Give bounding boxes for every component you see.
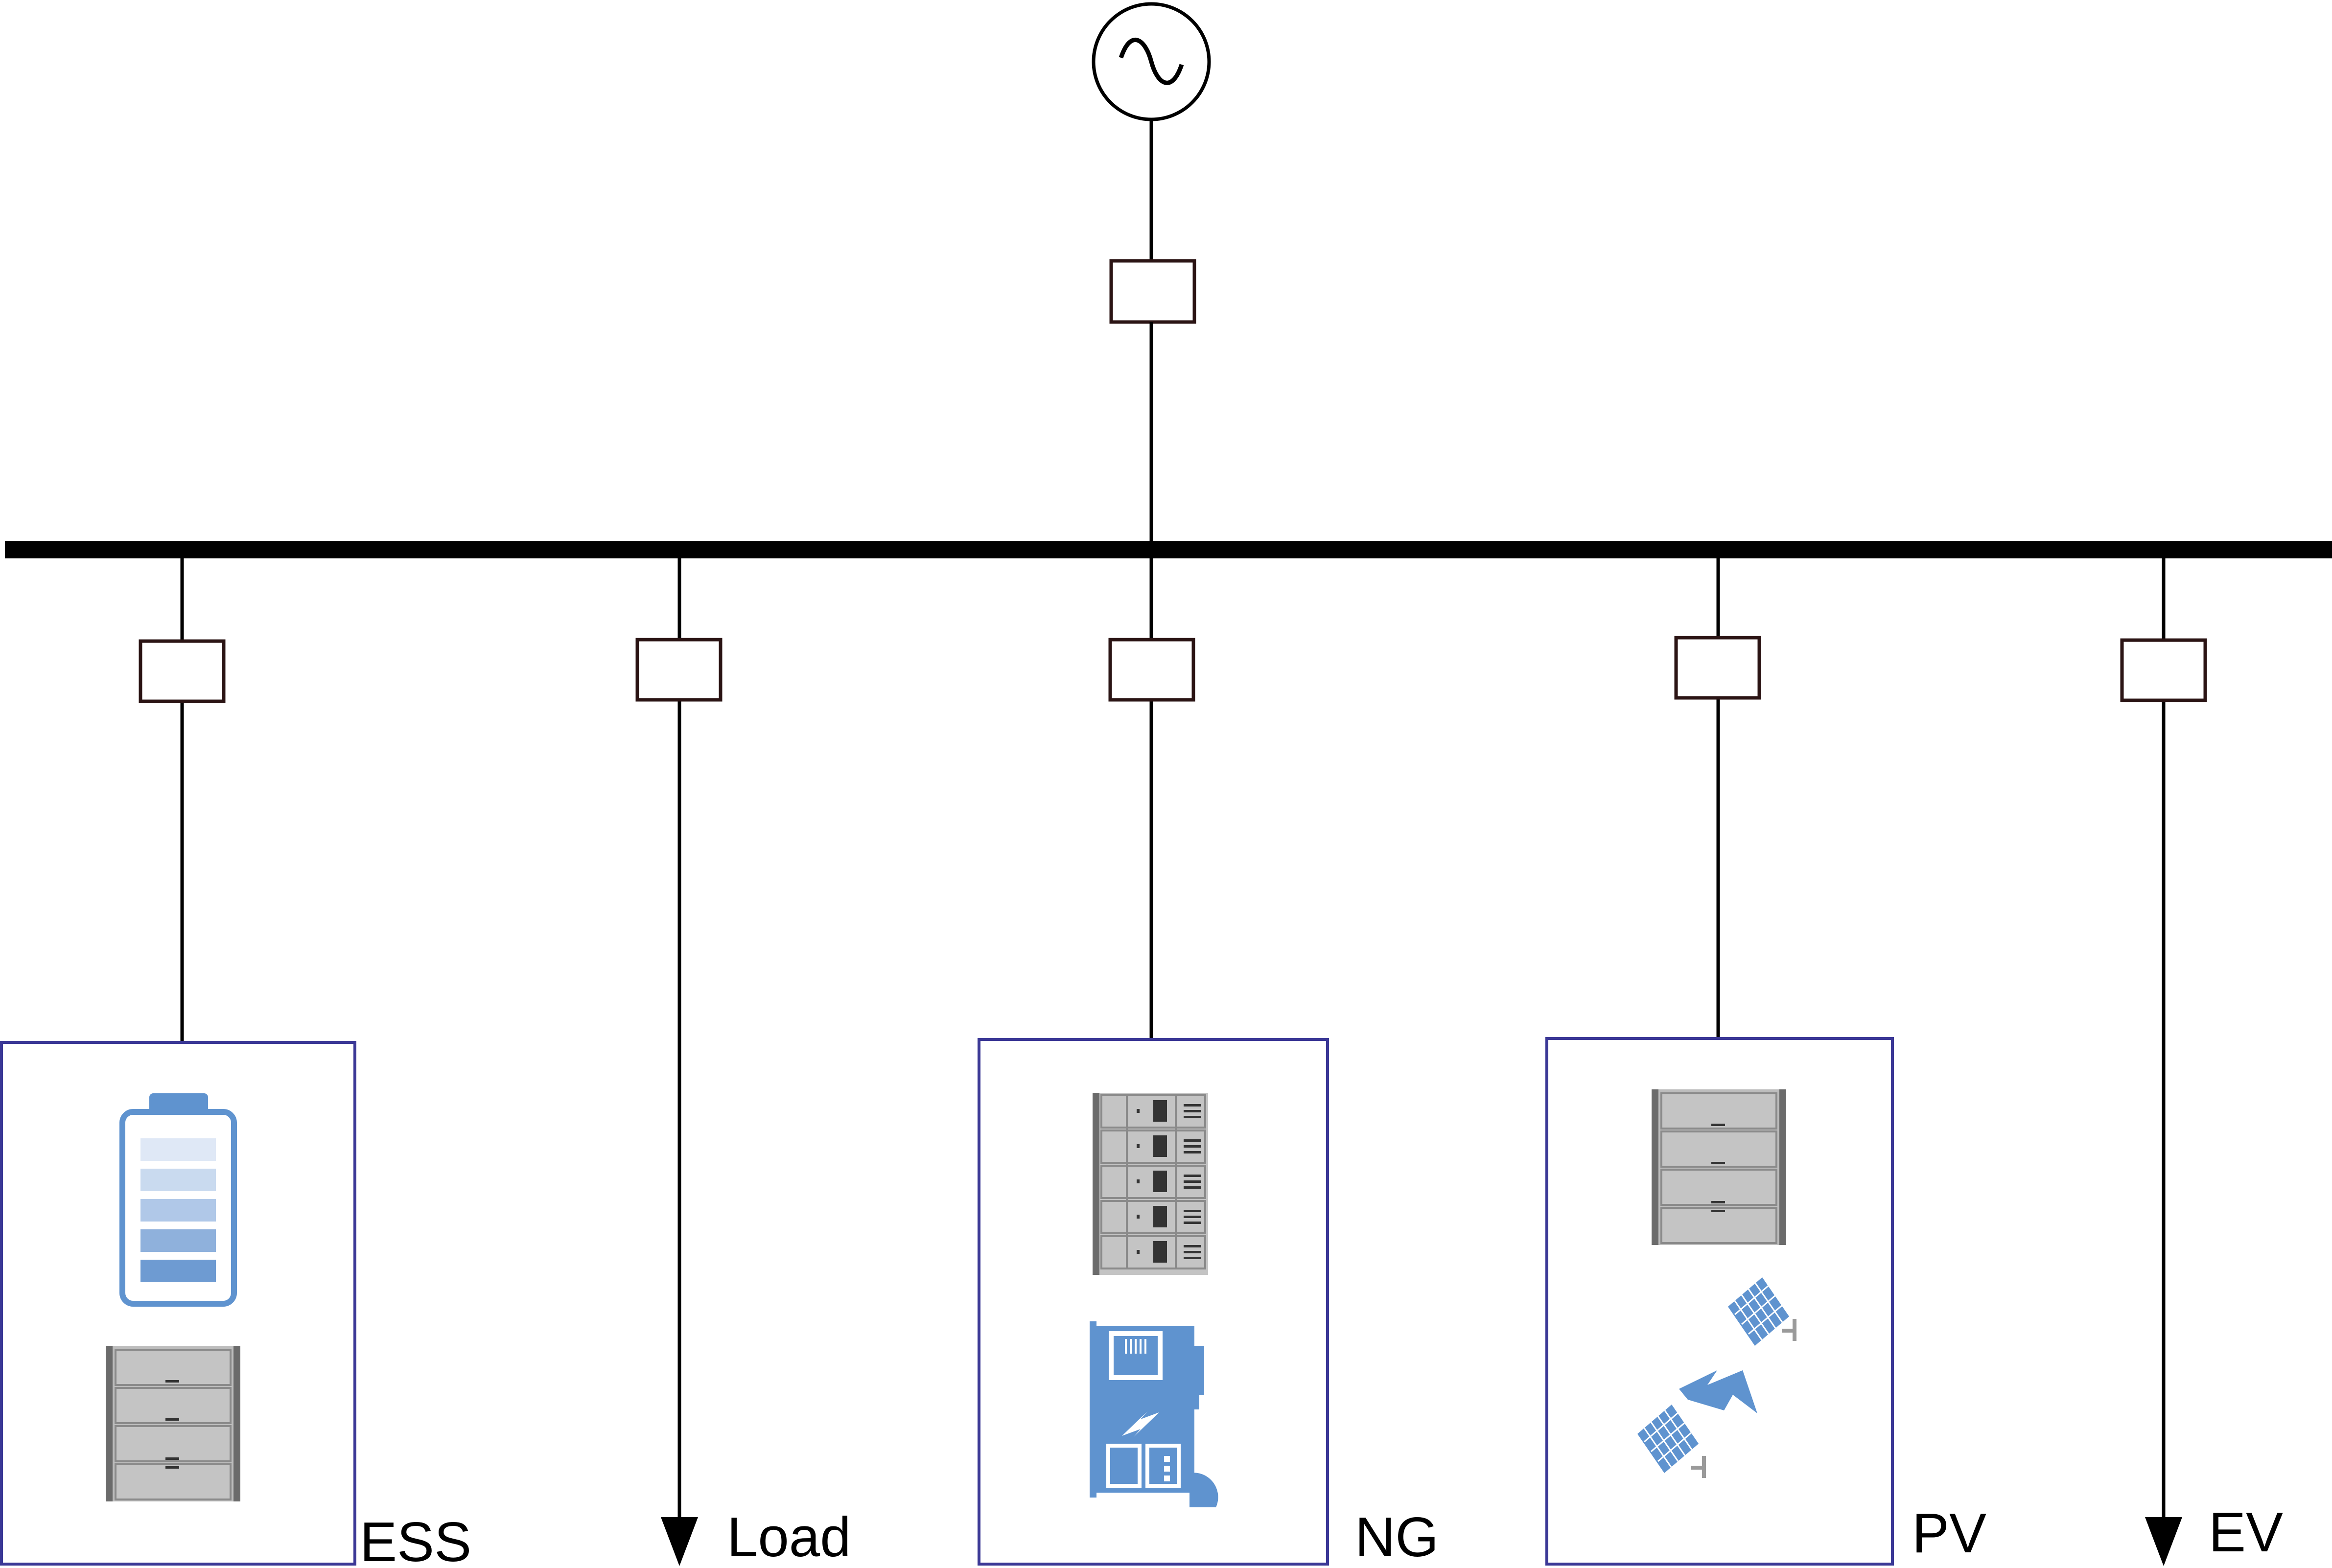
pv-breaker <box>1674 636 1761 700</box>
main-busbar <box>5 541 2332 558</box>
inverter-cabinet-icon <box>1651 1088 1787 1246</box>
battery-icon <box>119 1093 237 1307</box>
ev-arrow-icon <box>2145 1517 2182 1566</box>
load-arrow-icon <box>661 1517 698 1566</box>
ng-breaker <box>1108 638 1195 702</box>
ess-breaker <box>139 639 226 703</box>
solar-panels-icon <box>1636 1276 1796 1478</box>
load-breaker <box>635 638 723 702</box>
gas-generator-icon <box>1090 1321 1218 1507</box>
battery-cabinet-icon <box>105 1345 241 1502</box>
pv-label: PV <box>1912 1502 1986 1565</box>
ev-breaker <box>2120 638 2207 702</box>
pv-box <box>1545 1037 1894 1566</box>
ess-box <box>0 1041 356 1566</box>
ev-label: EV <box>2209 1501 2283 1564</box>
ng-label: NG <box>1355 1506 1439 1568</box>
source-breaker <box>1109 259 1196 324</box>
load-label: Load <box>727 1506 851 1568</box>
sine-wave <box>1119 38 1184 85</box>
ng-box <box>978 1038 1329 1566</box>
switchgear-cabinet-icon <box>1093 1093 1208 1275</box>
ess-label: ESS <box>360 1511 471 1568</box>
